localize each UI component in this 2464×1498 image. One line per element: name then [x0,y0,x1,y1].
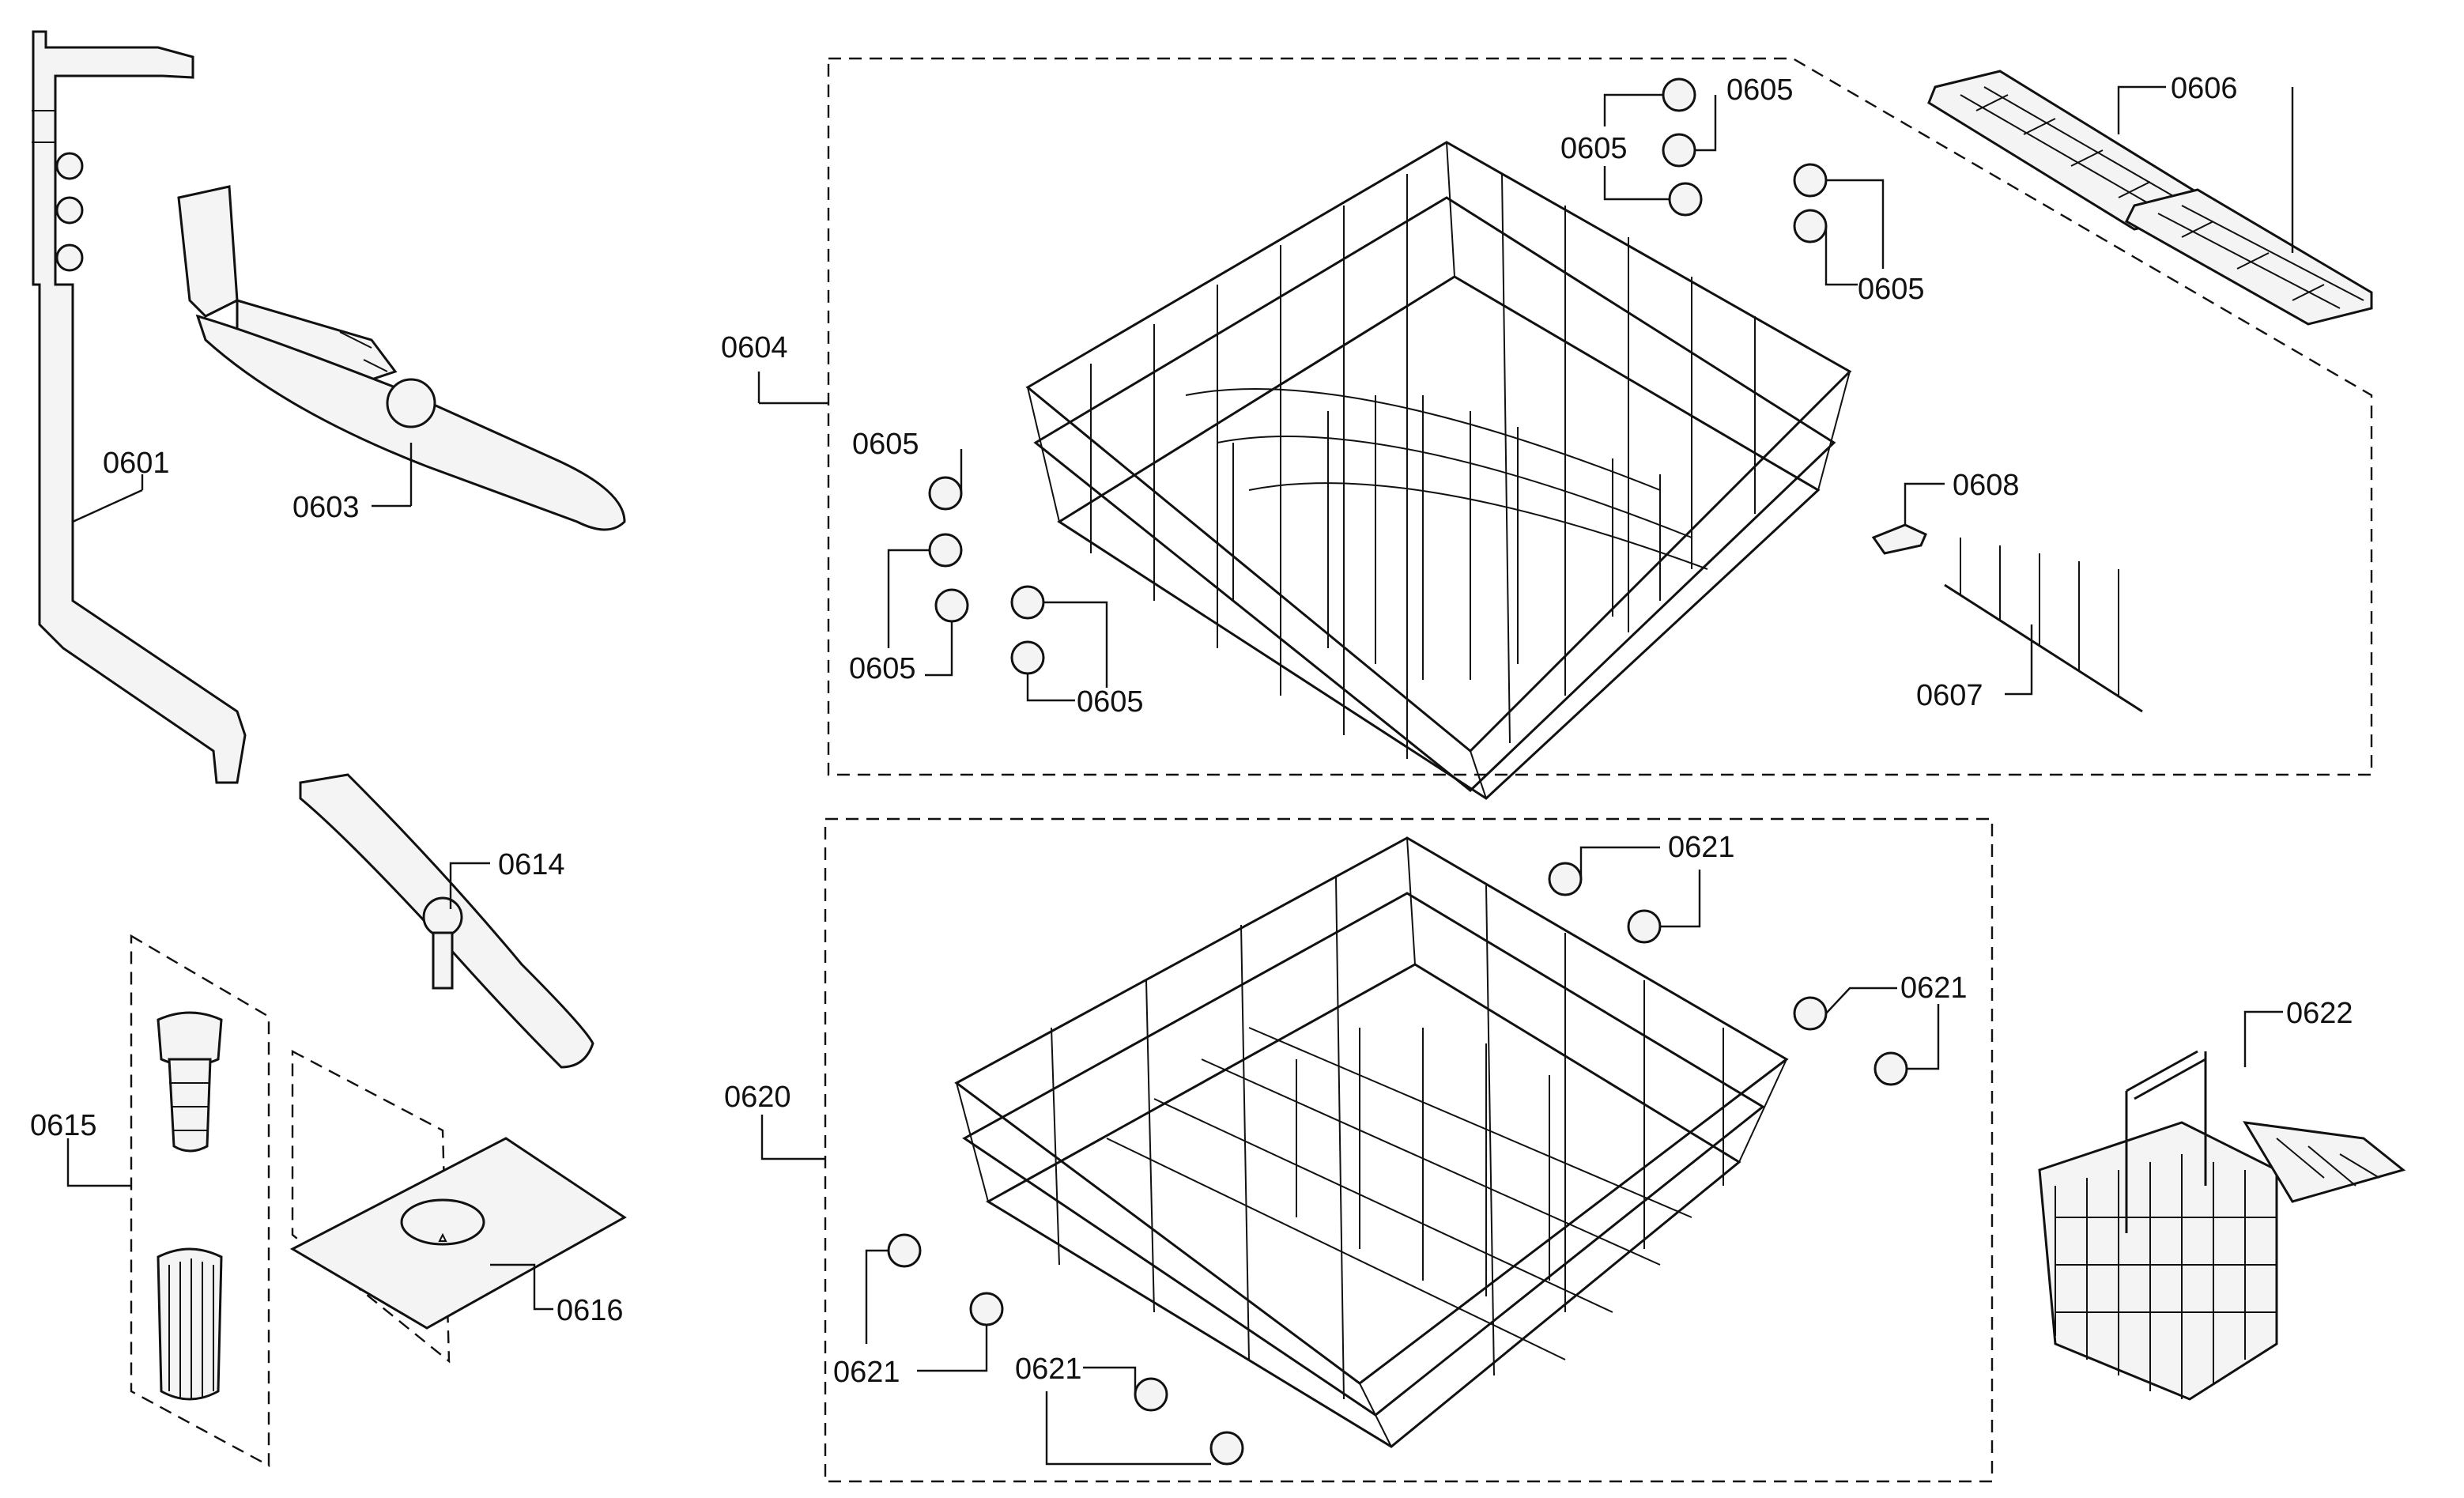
wheel-0605-5 [1793,209,1828,243]
leader-0616 [490,1263,553,1311]
leader-0605d [1824,179,1885,286]
wheel-0621-5 [887,1233,922,1268]
label-0621c: 0621 [833,1356,900,1389]
lower-rack-group-box [824,817,1994,1483]
wheel-0621-1 [1548,862,1583,896]
wheel-0605-4 [1793,163,1828,198]
leader-0622 [2243,1010,2283,1067]
tine-row-0607 [1944,538,2143,713]
supply-pipe-0601 [32,30,247,784]
leader-0621a [1579,846,1701,928]
leader-0607 [2005,624,2033,696]
leader-0605g [1026,601,1108,702]
wheel-0605-7 [928,533,963,568]
wheel-0621-3 [1793,996,1828,1031]
wheel-0605-8 [934,588,969,623]
wheel-0605-6 [928,476,963,511]
label-0601: 0601 [103,447,170,480]
leader-0605c [1603,166,1670,201]
wheel-0621-7 [1134,1377,1168,1412]
leader-0615 [66,1138,131,1187]
lower-spray-arm-0614 [299,773,594,1069]
wheel-0621-2 [1627,909,1662,944]
label-0606: 0606 [2171,72,2238,105]
wheel-0621-8 [1209,1431,1244,1466]
upper-spray-arm-0603 [177,185,626,531]
clip-0608 [1871,523,1927,555]
wheel-0605-3 [1668,182,1703,217]
label-0620: 0620 [724,1081,791,1114]
label-0607: 0607 [1916,679,1983,712]
leader-0621b [1825,987,1940,1070]
label-0605a: 0605 [1560,132,1628,165]
leader-0608 [1904,482,1945,525]
label-0605d: 0605 [1858,273,1925,306]
leader-0605a [1603,93,1663,126]
wheel-0605-9 [1010,585,1045,620]
cup-shelves-0606 [1927,70,2373,326]
lower-rack-0620 [954,836,1789,1448]
filter-group-box [130,934,270,1468]
wheel-0605-2 [1662,133,1696,168]
label-0605e: 0605 [852,428,919,461]
leader-0621c [865,1249,988,1372]
wheel-0605-1 [1662,77,1696,112]
wheel-0621-4 [1873,1051,1908,1086]
label-0621b: 0621 [1900,972,1968,1005]
label-0603: 0603 [292,491,360,524]
label-0622: 0622 [2286,997,2353,1030]
label-0604: 0604 [721,331,788,364]
label-0615: 0615 [30,1109,97,1142]
leader-0621d [1045,1366,1211,1466]
leader-0606 [2117,85,2294,253]
leader-0620 [760,1115,825,1160]
leader-0605f [887,549,953,677]
sump-cover-box [291,1050,451,1364]
upper-rack-0604 [1025,141,1852,800]
label-0616: 0616 [557,1294,624,1327]
label-0614: 0614 [498,848,565,881]
filter-assembly-0615 [157,1011,223,1401]
label-0605g: 0605 [1077,685,1144,719]
label-0621a: 0621 [1668,831,1735,864]
label-0608: 0608 [1953,469,2020,502]
leader-0614 [449,862,490,909]
sump-cover-0616 [289,1137,627,1330]
upper-rack-group-box [827,57,2373,776]
cutlery-basket-0622 [2038,1050,2406,1401]
leader-0601 [72,489,143,523]
label-0605b: 0605 [1726,74,1794,107]
wheel-0621-6 [969,1292,1004,1326]
wheel-0605-10 [1010,640,1045,675]
label-0621d: 0621 [1015,1353,1082,1386]
leader-0605b [1695,95,1717,152]
label-0605f: 0605 [849,652,916,685]
